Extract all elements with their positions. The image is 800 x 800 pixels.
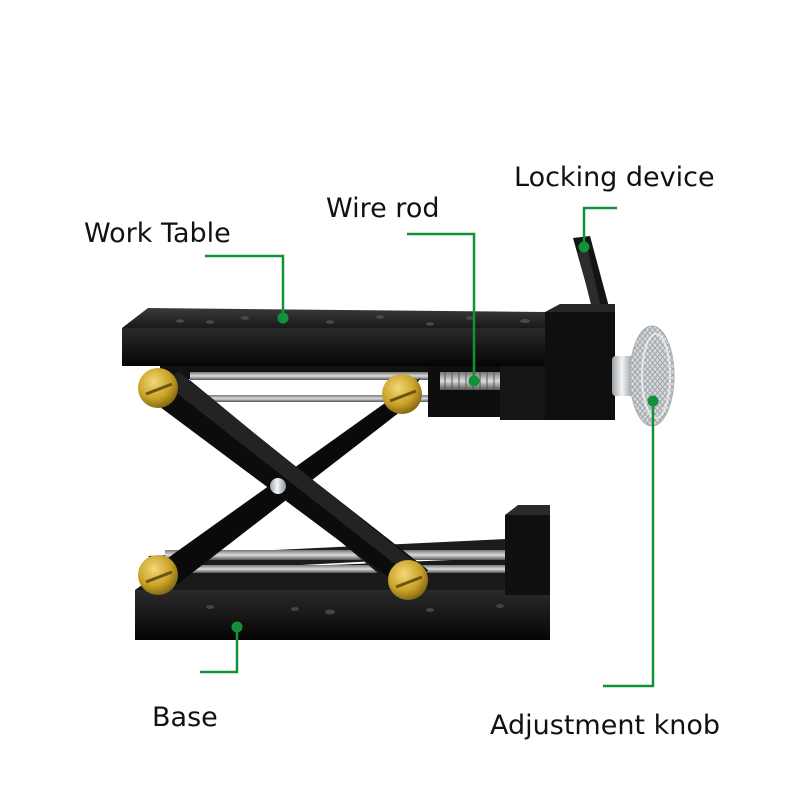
work-table-plate: [122, 308, 547, 366]
wire-rod-assembly: [428, 360, 548, 420]
callout-locking-device: [578, 206, 617, 253]
center-pivot-pin: [270, 478, 286, 494]
label-wire-rod: Wire rod: [326, 193, 440, 224]
brass-screw-bottom-right: [388, 560, 428, 600]
callout-wire-rod: [407, 232, 480, 387]
label-base: Base: [152, 702, 218, 733]
locking-device: [545, 236, 615, 420]
base-guide-rods: [165, 550, 505, 573]
brass-screw-top-right: [382, 374, 422, 414]
brass-screw-top-left: [138, 368, 178, 408]
label-locking-device: Locking device: [514, 162, 715, 193]
adjustment-knob: [612, 325, 675, 427]
callout-work-table: [205, 254, 289, 324]
brass-screws: [138, 368, 428, 600]
label-adjustment-knob: Adjustment knob: [490, 710, 721, 741]
label-work-table: Work Table: [84, 218, 231, 249]
top-guide-rods: [160, 365, 460, 402]
brass-screw-bottom-left: [138, 555, 178, 595]
callout-base: [200, 621, 243, 674]
callout-adjustment-knob: [603, 395, 659, 688]
